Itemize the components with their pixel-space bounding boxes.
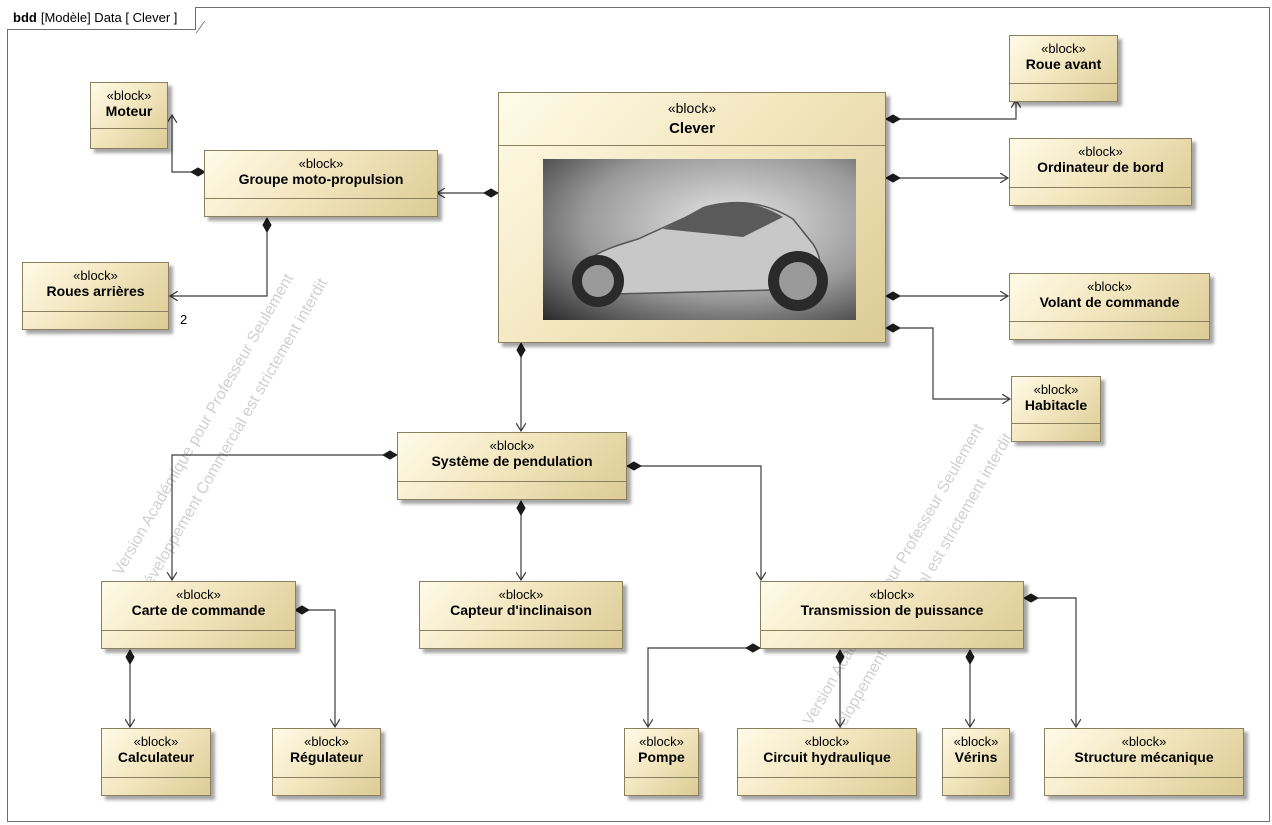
block-clever-separator <box>499 145 885 146</box>
block-regulateur-name: Régulateur <box>289 749 364 765</box>
edge-groupe-roues <box>170 218 267 296</box>
diagram-frame-tab: bdd[Modèle] Data [ Clever ] <box>7 7 197 30</box>
block-ordinateur-separator <box>1010 187 1191 188</box>
multiplicity-roues-arrieres: 2 <box>180 312 188 327</box>
edge-pendulation-carte <box>172 455 397 580</box>
block-transmission-name: Transmission de puissance <box>800 602 984 618</box>
block-ordinateur[interactable]: «block» Ordinateur de bord <box>1009 138 1192 206</box>
block-volant-separator <box>1010 321 1209 322</box>
block-verins-separator <box>943 777 1009 778</box>
block-pendulation[interactable]: «block» Système de pendulation <box>397 432 627 500</box>
block-clever-stereotype: «block» <box>667 100 717 116</box>
block-volant[interactable]: «block» Volant de commande <box>1009 273 1210 340</box>
block-verins-stereotype: «block» <box>953 734 999 749</box>
block-moteur-stereotype: «block» <box>106 88 152 103</box>
block-groupe-separator <box>205 198 437 199</box>
block-calculateur-separator <box>102 777 210 778</box>
block-transmission-stereotype: «block» <box>869 587 915 602</box>
block-pompe-separator <box>625 777 698 778</box>
block-roue-avant[interactable]: «block» Roue avant <box>1009 35 1118 102</box>
block-capteur-stereotype: «block» <box>498 587 544 602</box>
diagram-frame <box>7 7 1270 822</box>
block-roues-arrieres-separator <box>23 311 168 312</box>
block-roues-arrieres-name: Roues arrières <box>46 283 145 299</box>
block-capteur[interactable]: «block» Capteur d'inclinaison <box>419 581 623 649</box>
block-groupe[interactable]: «block» Groupe moto-propulsion <box>204 150 438 217</box>
block-circuit-separator <box>738 777 916 778</box>
block-calculateur[interactable]: «block» Calculateur <box>101 728 211 796</box>
edge-clever-habitacle <box>886 328 1010 399</box>
frame-keyword: bdd <box>13 10 37 25</box>
block-carte-stereotype: «block» <box>176 587 221 602</box>
block-moteur-name: Moteur <box>105 103 153 119</box>
block-structure[interactable]: «block» Structure mécanique <box>1044 728 1244 796</box>
block-transmission-separator <box>761 630 1023 631</box>
block-moteur[interactable]: «block» Moteur <box>90 82 168 149</box>
block-volant-stereotype: «block» <box>1087 279 1132 294</box>
block-capteur-separator <box>420 630 622 631</box>
block-regulateur[interactable]: «block» Régulateur <box>272 728 381 796</box>
block-clever-name: Clever <box>669 120 715 137</box>
edge-clever-roueavant <box>886 100 1016 119</box>
frame-label: [Modèle] Data [ Clever ] <box>40 10 178 25</box>
block-pompe[interactable]: «block» Pompe <box>624 728 699 796</box>
block-structure-stereotype: «block» <box>1121 734 1167 749</box>
block-structure-separator <box>1045 777 1243 778</box>
block-regulateur-stereotype: «block» <box>304 734 349 749</box>
block-carte-separator <box>102 630 295 631</box>
block-verins-name: Vérins <box>954 749 998 765</box>
block-pompe-stereotype: «block» <box>639 734 684 749</box>
car-icon <box>572 201 828 311</box>
block-calculateur-name: Calculateur <box>117 749 195 765</box>
edge-transmission-structure <box>1024 598 1076 727</box>
block-groupe-stereotype: «block» <box>298 156 344 171</box>
block-structure-name: Structure mécanique <box>1074 749 1214 765</box>
block-pendulation-separator <box>398 481 626 482</box>
block-verins[interactable]: «block» Vérins <box>942 728 1010 796</box>
block-habitacle-stereotype: «block» <box>1033 382 1079 397</box>
block-carte[interactable]: «block» Carte de commande <box>101 581 296 649</box>
block-habitacle-separator <box>1012 423 1100 424</box>
edge-pendulation-transmission <box>627 466 761 580</box>
block-calculateur-stereotype: «block» <box>133 734 179 749</box>
car-image <box>543 159 856 320</box>
block-volant-name: Volant de commande <box>1039 294 1180 310</box>
block-roue-avant-stereotype: «block» <box>1041 41 1086 56</box>
block-pendulation-name: Système de pendulation <box>431 453 593 469</box>
block-roues-arrieres[interactable]: «block» Roues arrières <box>22 262 169 330</box>
block-circuit[interactable]: «block» Circuit hydraulique <box>737 728 917 796</box>
block-roue-avant-separator <box>1010 83 1117 84</box>
block-pendulation-stereotype: «block» <box>489 438 535 453</box>
block-roue-avant-name: Roue avant <box>1025 56 1102 72</box>
block-circuit-name: Circuit hydraulique <box>763 749 891 765</box>
block-roues-arrieres-stereotype: «block» <box>73 268 118 283</box>
block-ordinateur-name: Ordinateur de bord <box>1037 159 1164 175</box>
block-capteur-name: Capteur d'inclinaison <box>450 602 592 618</box>
block-carte-name: Carte de commande <box>131 602 266 618</box>
block-regulateur-separator <box>273 777 380 778</box>
edge-groupe-moteur <box>172 115 205 172</box>
edge-carte-regulateur <box>295 610 335 727</box>
block-moteur-separator <box>91 128 167 129</box>
block-clever[interactable]: «block» Clever <box>498 92 886 343</box>
block-ordinateur-stereotype: «block» <box>1078 144 1123 159</box>
block-pompe-name: Pompe <box>638 749 685 765</box>
block-groupe-name: Groupe moto-propulsion <box>238 171 404 187</box>
block-habitacle[interactable]: «block» Habitacle <box>1011 376 1101 442</box>
block-habitacle-name: Habitacle <box>1024 397 1088 413</box>
block-transmission[interactable]: «block» Transmission de puissance <box>760 581 1024 649</box>
edge-transmission-pompe <box>648 648 760 727</box>
block-circuit-stereotype: «block» <box>804 734 850 749</box>
